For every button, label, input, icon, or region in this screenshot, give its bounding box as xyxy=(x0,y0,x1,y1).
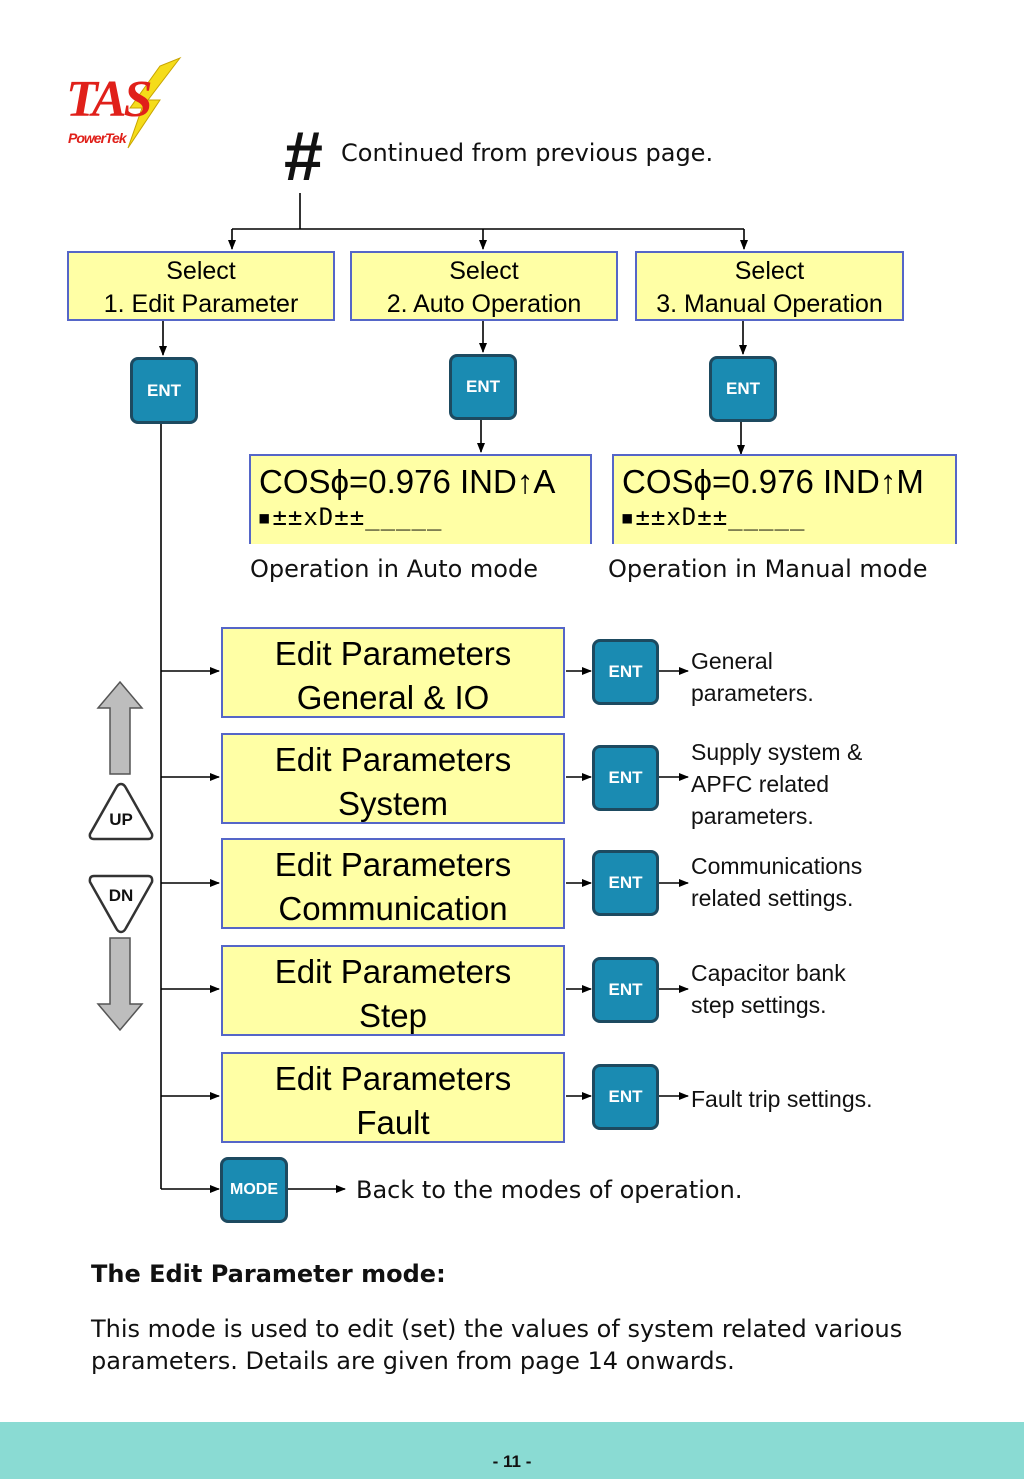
edit-params-system: Edit Parameters System xyxy=(221,733,565,824)
select-option: 1. Edit Parameter xyxy=(103,290,299,318)
dn-label: DN xyxy=(108,886,134,905)
down-arrow-icon xyxy=(96,937,144,1032)
up-button[interactable]: UP xyxy=(86,780,156,842)
ent-button-communication[interactable]: ENT xyxy=(592,850,659,916)
edit-category: General & IO xyxy=(296,679,490,716)
select-auto-operation: Select 2. Auto Operation xyxy=(350,251,618,321)
edit-title: Edit Parameters xyxy=(274,846,512,883)
desc-system: Supply system & APFC related parameters. xyxy=(691,739,863,829)
logo-sub-text: PowerTek xyxy=(68,130,127,146)
ent-button-step[interactable]: ENT xyxy=(592,957,659,1023)
edit-params-fault: Edit Parameters Fault xyxy=(221,1052,565,1143)
select-option: 2. Auto Operation xyxy=(386,290,582,318)
ent-button-system[interactable]: ENT xyxy=(592,745,659,811)
select-option: 3. Manual Operation xyxy=(656,290,883,318)
manual-mode-caption: Operation in Manual mode xyxy=(608,555,928,583)
ent-button-edit[interactable]: ENT xyxy=(130,357,198,424)
up-label: UP xyxy=(109,810,133,829)
page-footer xyxy=(0,1422,1024,1479)
lcd-line2: ▪±±xD±±_____ xyxy=(257,503,443,531)
dn-button[interactable]: DN xyxy=(86,872,156,936)
ent-button-manual[interactable]: ENT xyxy=(709,356,777,422)
desc-fault: Fault trip settings. xyxy=(691,1086,873,1112)
edit-title: Edit Parameters xyxy=(274,741,512,778)
lcd-line1: COSϕ=0.976 IND↑M xyxy=(622,463,924,500)
edit-title: Edit Parameters xyxy=(274,1060,512,1097)
edit-category: Communication xyxy=(278,890,508,927)
edit-category: System xyxy=(337,785,449,822)
edit-category: Fault xyxy=(356,1104,430,1141)
lcd-manual-display: COSϕ=0.976 IND↑M ▪±±xD±±_____ xyxy=(612,454,957,544)
auto-mode-caption: Operation in Auto mode xyxy=(250,555,538,583)
lcd-line1: COSϕ=0.976 IND↑A xyxy=(259,463,556,500)
edit-params-step: Edit Parameters Step xyxy=(221,945,565,1036)
desc-general-io: General parameters. xyxy=(691,648,814,706)
tas-logo: TAS PowerTek xyxy=(56,56,196,152)
desc-communication: Communications related settings. xyxy=(691,853,863,911)
dn-triangle-icon xyxy=(88,874,154,934)
up-triangle-icon xyxy=(88,782,154,841)
ent-button-fault[interactable]: ENT xyxy=(592,1064,659,1130)
select-label: Select xyxy=(166,257,236,285)
edit-params-communication: Edit Parameters Communication xyxy=(221,838,565,929)
ent-button-auto[interactable]: ENT xyxy=(449,354,517,420)
hash-symbol: # xyxy=(284,117,323,195)
edit-title: Edit Parameters xyxy=(274,635,512,672)
page-number: - 11 - xyxy=(492,1452,532,1471)
up-arrow-icon xyxy=(96,680,144,775)
select-label: Select xyxy=(734,257,805,285)
ent-button-general-io[interactable]: ENT xyxy=(592,639,659,705)
lcd-line2: ▪±±xD±±_____ xyxy=(620,503,806,531)
continued-text: Continued from previous page. xyxy=(341,139,714,167)
logo-main-text: TAS xyxy=(66,71,152,128)
desc-step: Capacitor bank step settings. xyxy=(691,960,846,1018)
select-manual-operation: Select 3. Manual Operation xyxy=(635,251,904,321)
edit-params-general-io: Edit Parameters General & IO xyxy=(221,627,565,718)
edit-title: Edit Parameters xyxy=(274,953,512,990)
select-label: Select xyxy=(449,257,519,285)
edit-category: Step xyxy=(359,997,427,1034)
lcd-auto-display: COSϕ=0.976 IND↑A ▪±±xD±±_____ xyxy=(249,454,592,544)
mode-description: Back to the modes of operation. xyxy=(356,1176,743,1204)
lightning-bolt-icon xyxy=(127,56,182,149)
mode-button[interactable]: MODE xyxy=(220,1157,288,1223)
section-body: This mode is used to edit (set) the valu… xyxy=(91,1315,903,1375)
select-edit-parameter: Select 1. Edit Parameter xyxy=(67,251,335,321)
section-heading: The Edit Parameter mode: xyxy=(91,1260,446,1288)
